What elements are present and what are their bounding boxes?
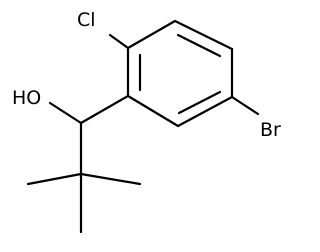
structure-diagram: Cl HO Br [12, 9, 281, 234]
benzene-ring [126, 19, 234, 128]
ring-bond-c5-c6 [176, 95, 234, 128]
bond-c1-carbinol [79, 94, 130, 125]
bromine-label: Br [260, 119, 281, 141]
chlorine-label: Cl [77, 9, 96, 31]
bond-quaternary-methyl-right [79, 172, 142, 186]
bond-quaternary-methyl-left [26, 172, 83, 186]
ring-double-bond-c3-c4 [176, 33, 222, 58]
bond-c5-br [230, 95, 260, 116]
ring-bond-c2-c3 [126, 19, 177, 50]
bond-c2-cl [108, 33, 130, 50]
hydroxyl-label: HO [12, 87, 41, 109]
ring-bond-c6-c1 [126, 94, 180, 128]
ring-bond-c3-c4 [173, 19, 234, 51]
ring-double-bond-c5-c6 [177, 90, 222, 115]
bond-carbinol-oh [48, 101, 83, 125]
